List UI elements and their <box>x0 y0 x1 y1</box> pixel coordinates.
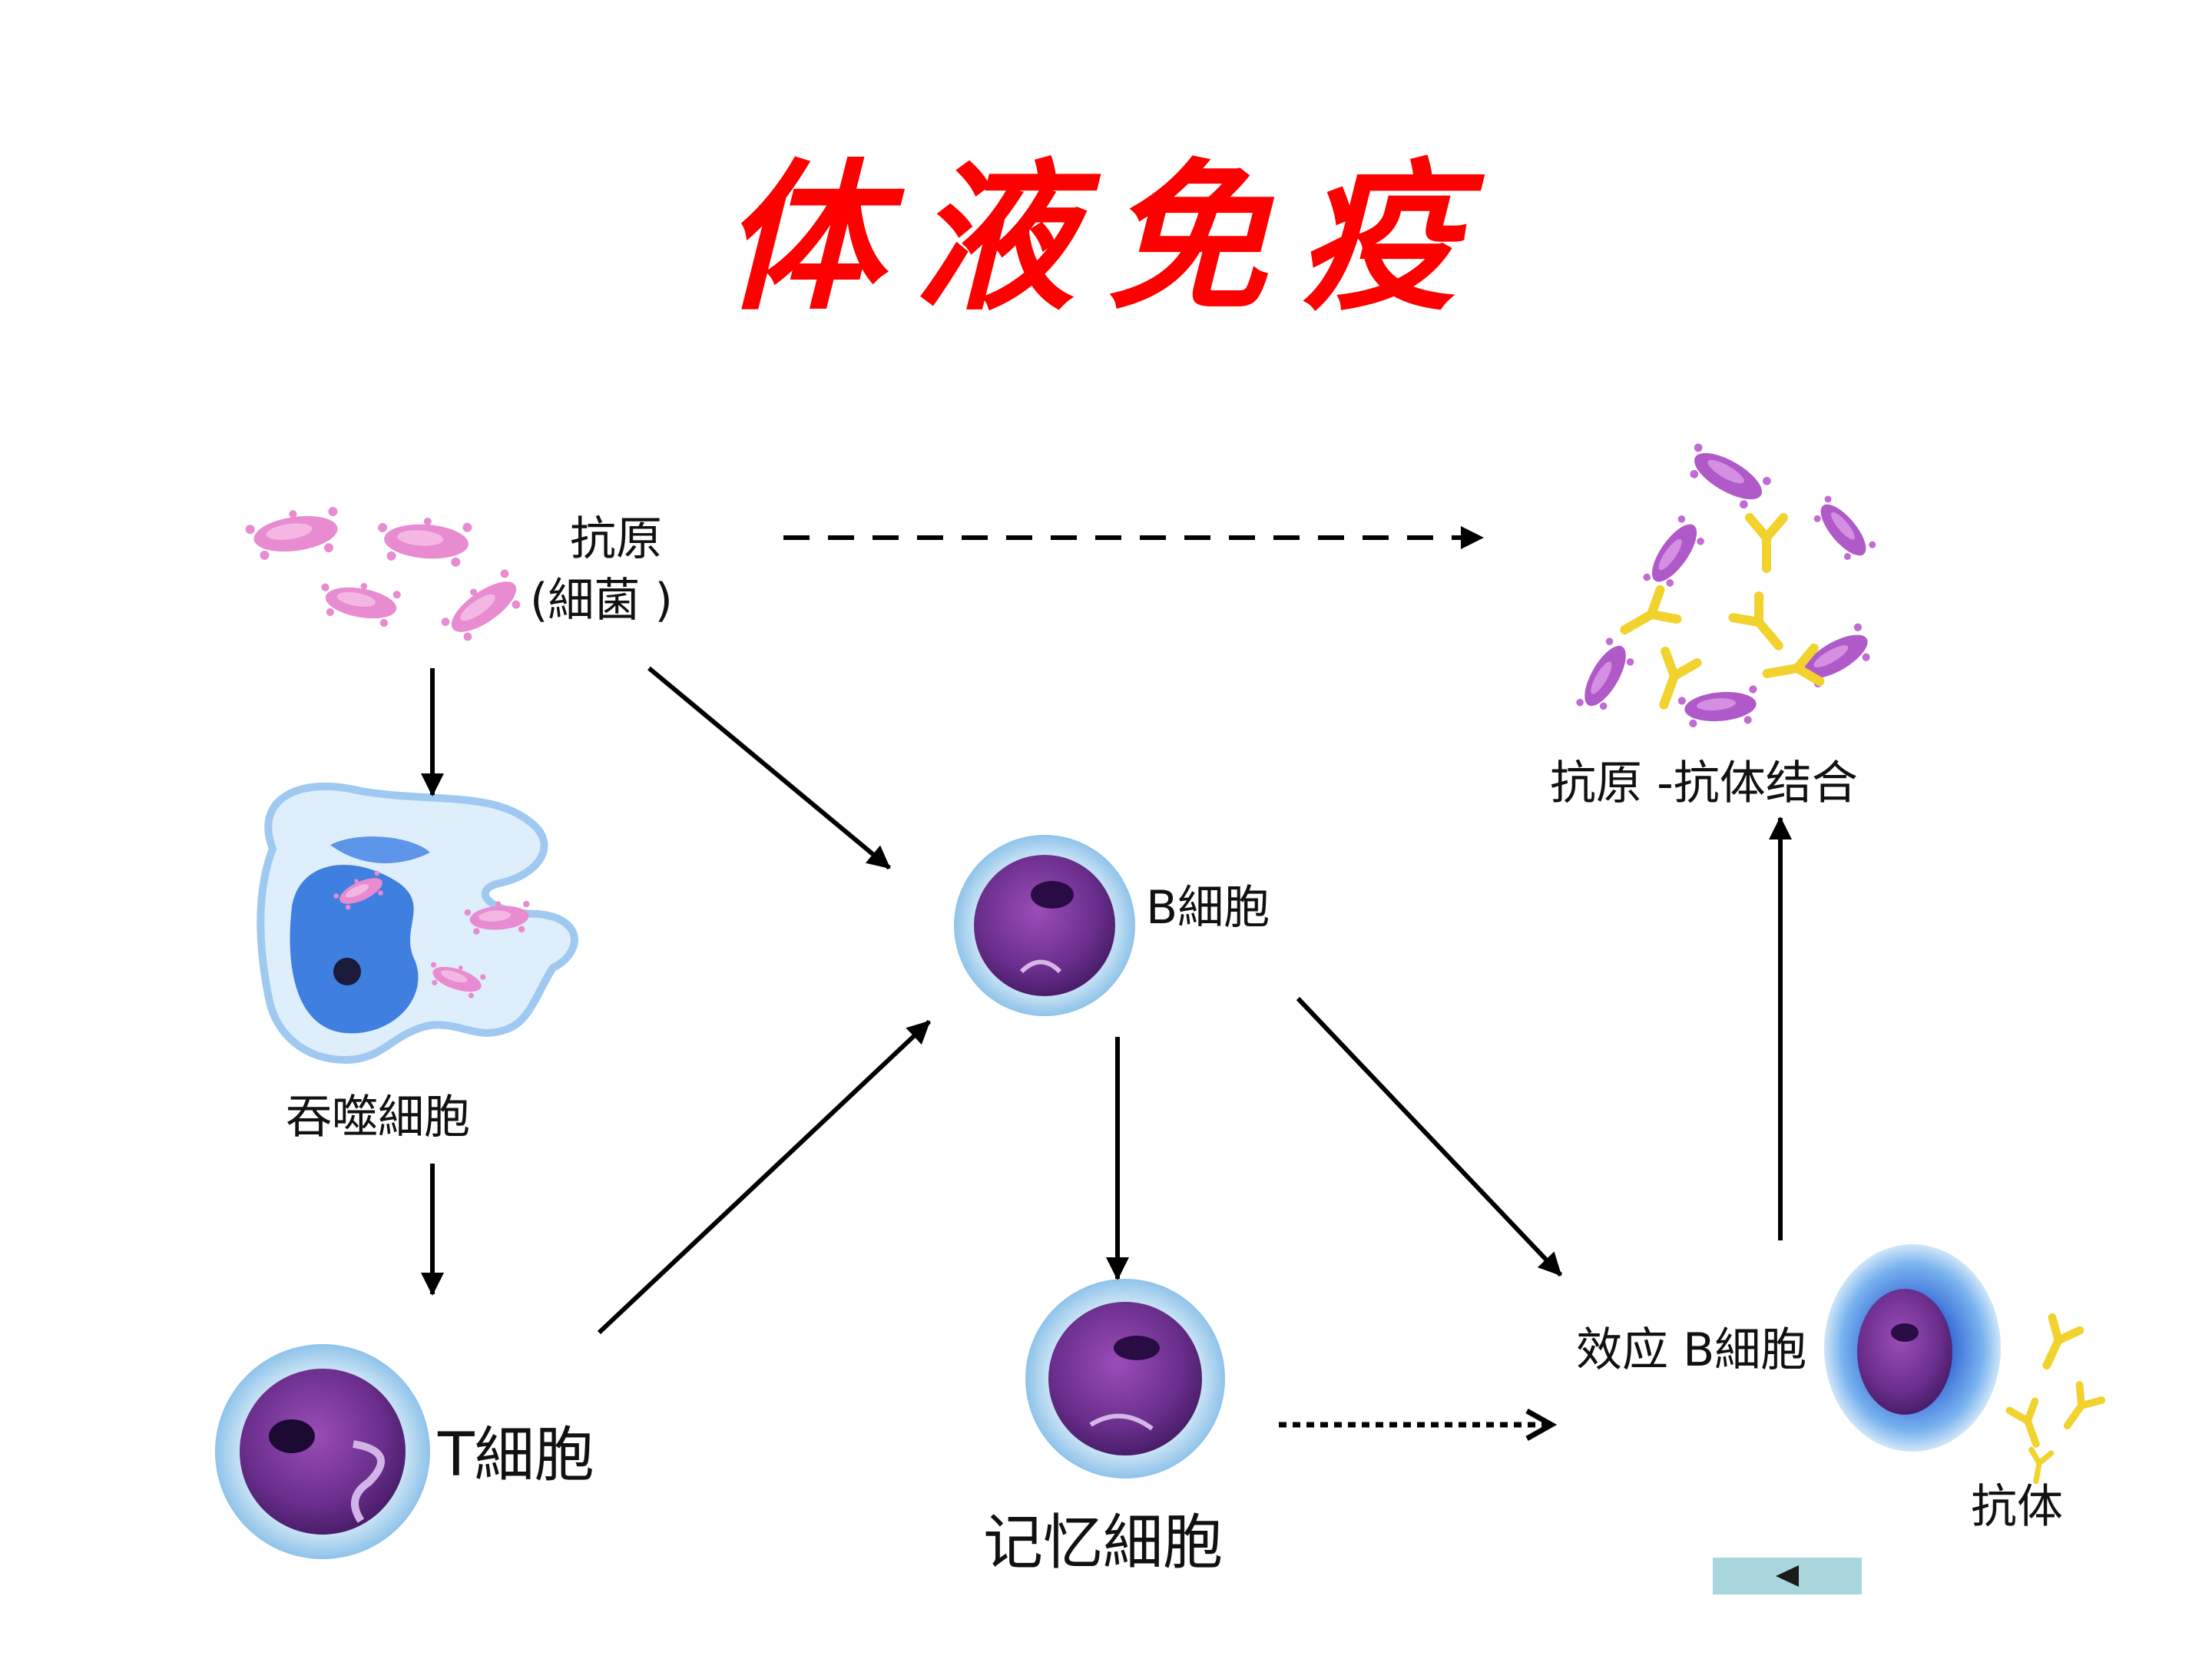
phagocyte-label: 吞噬細胞 <box>286 1091 470 1144</box>
arrow-t-cell-to-b-cell <box>597 1019 932 1335</box>
back-triangle-icon <box>1776 1565 1799 1587</box>
antigen-antibody-complex-image <box>1571 437 1879 730</box>
t-cell-label: T細胞 <box>438 1421 594 1490</box>
t-cell-image <box>215 1344 430 1559</box>
antibody-image <box>2009 1317 2101 1483</box>
page-title: 体液免疫 <box>721 143 1490 333</box>
antigen-label: 抗原 <box>570 512 662 566</box>
antigen-antibody-label: 抗原 -抗体结合 <box>1550 757 1858 810</box>
phagocyte-image <box>257 782 578 1065</box>
memory-cell-image <box>1025 1279 1225 1479</box>
memory-cell-label: 记忆細胞 <box>983 1508 1224 1578</box>
antigen-sublabel: (細菌 ) <box>530 574 673 628</box>
b-cell-label: B細胞 <box>1146 881 1270 935</box>
b-cell-image <box>954 835 1135 1016</box>
antigen-bacteria-image <box>243 504 529 650</box>
arrow-b-cell-to-effector-b <box>1296 996 1563 1277</box>
back-button[interactable] <box>1713 1558 1862 1594</box>
effector-b-cell-label: 效应 B細胞 <box>1576 1323 1807 1377</box>
antibody-label: 抗体 <box>1971 1480 2063 1534</box>
arrow-antigen-to-b-cell <box>647 666 891 870</box>
effector-b-cell-image <box>1824 1244 2001 1452</box>
